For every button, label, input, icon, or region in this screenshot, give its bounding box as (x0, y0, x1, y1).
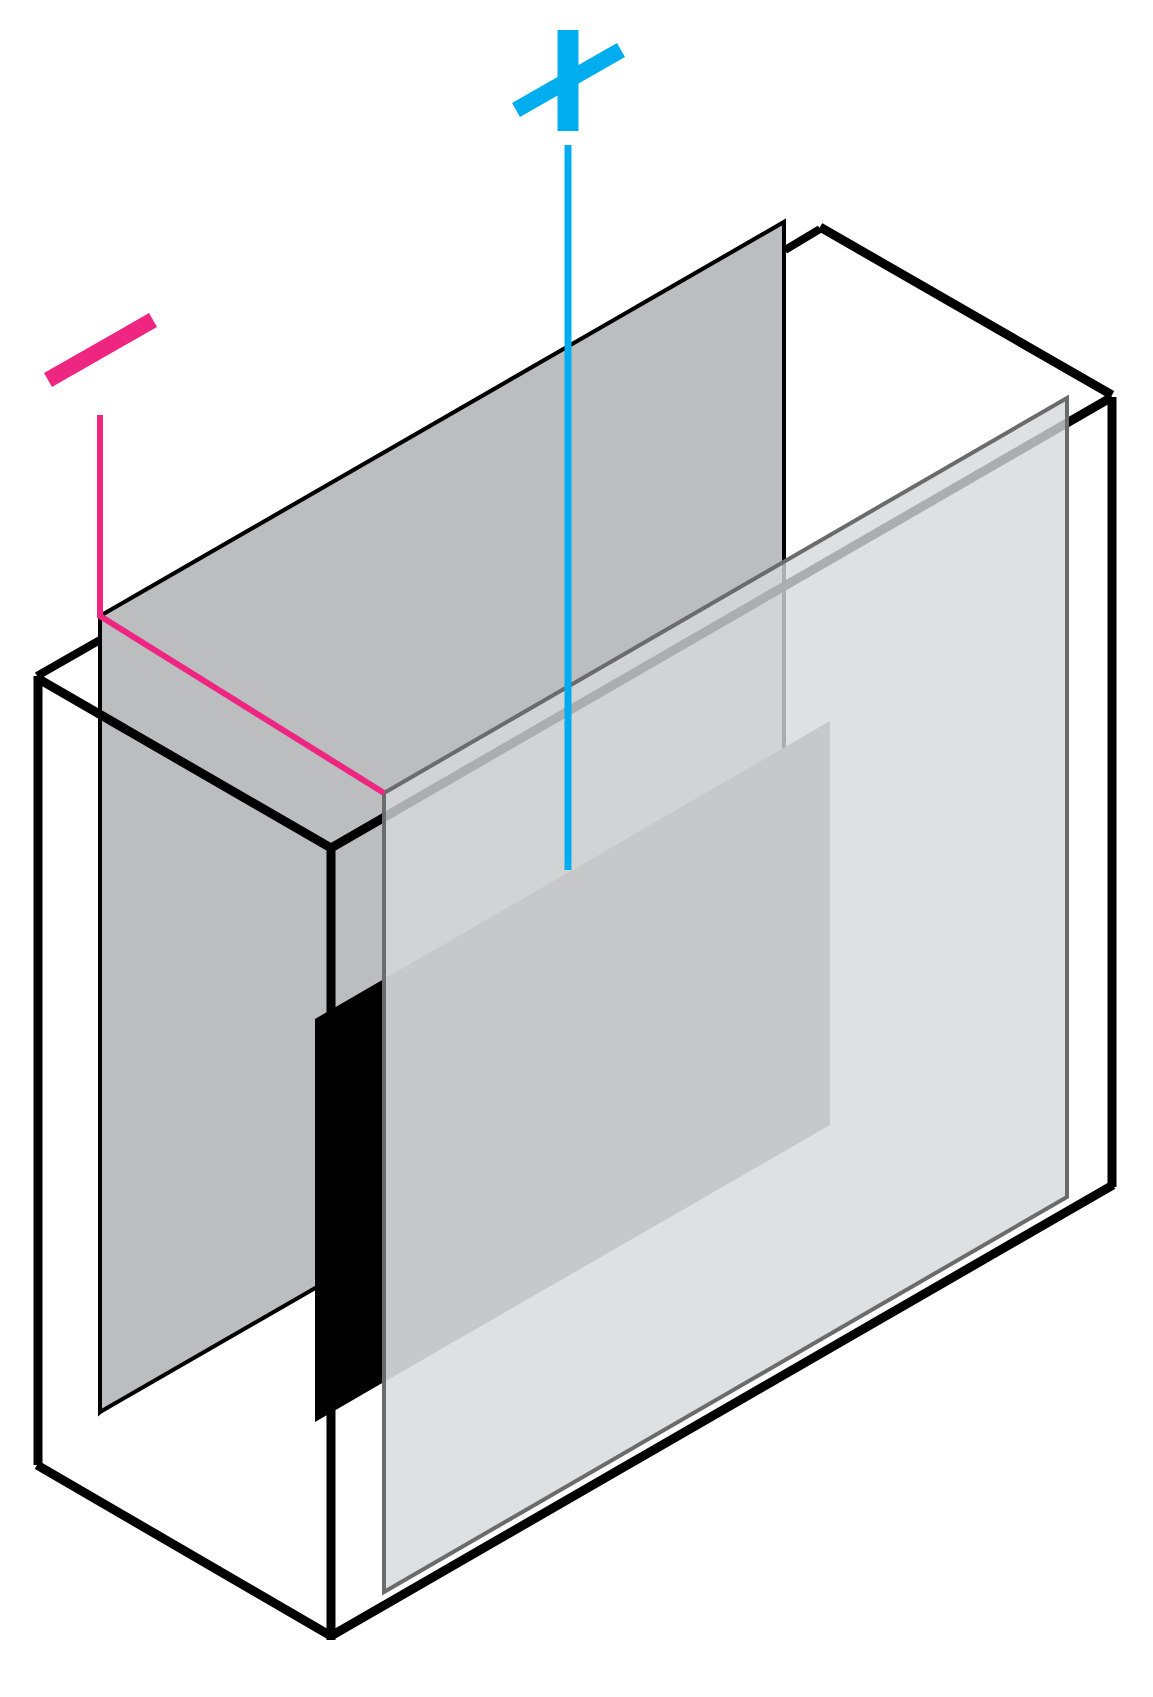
box-bottom-front-edge (328, 1181, 1116, 1640)
minus-sign-icon (44, 313, 157, 387)
separator-dark-edge (315, 979, 384, 1422)
box-top-left-edge (34, 674, 334, 852)
box-bottom-left-edge (34, 1461, 334, 1640)
front-electrode-plate (382, 394, 1069, 1596)
negative-terminal-wire (97, 415, 386, 796)
plus-sign-icon (512, 30, 625, 131)
box-back-edges (35, 223, 1115, 680)
